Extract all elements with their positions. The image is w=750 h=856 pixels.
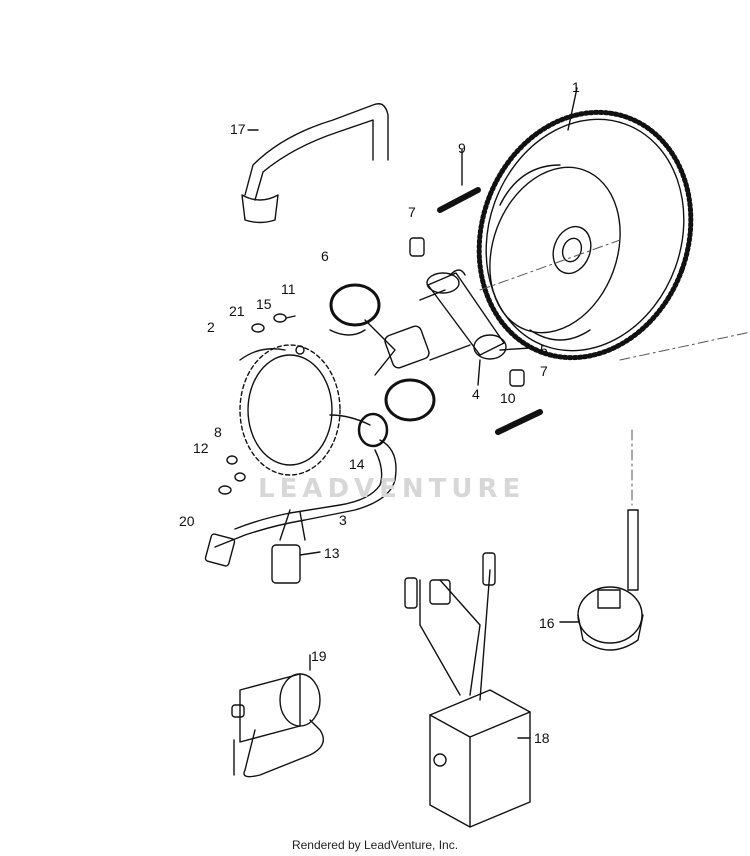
callout-21: 21 (229, 303, 245, 319)
callout-20: 20 (179, 513, 195, 529)
spacer-part-7a (409, 237, 425, 257)
callout-17: 17 (230, 121, 246, 137)
callout-15: 15 (256, 296, 272, 312)
watermark: LEADVENTURE (258, 474, 526, 504)
armature-part (329, 283, 471, 422)
bolt-part-9 (437, 149, 481, 213)
callout-13: 13 (324, 545, 340, 561)
ignition-coil-part-16 (559, 509, 644, 651)
solenoid-part-19 (231, 654, 324, 778)
callout-8: 8 (214, 424, 222, 440)
centerlines (479, 239, 750, 506)
callout-1: 1 (572, 79, 580, 95)
connector-part-13 (271, 544, 321, 584)
bolt-part-10 (495, 409, 543, 435)
screws-part (218, 313, 296, 495)
flywheel-part (476, 87, 694, 361)
callout-11: 11 (281, 281, 296, 297)
callout-7b: 7 (540, 363, 548, 379)
callout-18: 18 (534, 730, 550, 746)
callout-3: 3 (339, 512, 347, 528)
charging-coil-part (426, 269, 531, 386)
render-credit: Rendered by LeadVenture, Inc. (291, 838, 459, 852)
callout-2: 2 (207, 319, 215, 335)
spark-plug-lead-part (241, 103, 389, 224)
ignition-module-part-18 (404, 552, 531, 828)
callout-12: 12 (193, 440, 209, 456)
callout-6: 6 (321, 248, 329, 264)
connector-part-20 (204, 533, 236, 567)
callout-5: 5 (540, 342, 548, 358)
spacer-part-7b (509, 369, 525, 387)
callout-10: 10 (500, 390, 516, 406)
callout-7a: 7 (408, 204, 416, 220)
callout-14: 14 (349, 456, 365, 472)
stator-plate-part (239, 344, 341, 476)
wire-harness-part (214, 412, 397, 548)
callout-4: 4 (472, 386, 480, 402)
callout-16: 16 (539, 615, 555, 631)
callout-19: 19 (311, 648, 327, 664)
callout-9: 9 (458, 140, 466, 156)
